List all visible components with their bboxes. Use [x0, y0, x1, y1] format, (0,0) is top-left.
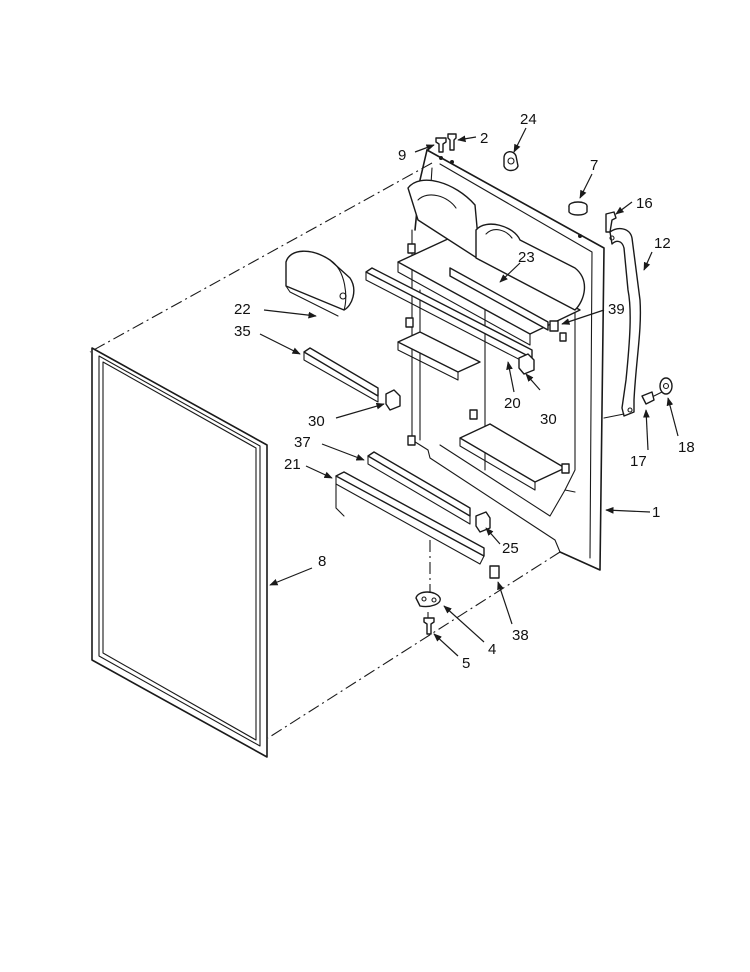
shelf-bar-21 — [335, 471, 485, 565]
callout-37: 37 — [294, 434, 311, 451]
callout-16: 16 — [636, 195, 653, 212]
callout-30-right: 30 — [540, 411, 557, 428]
end-cap-38 — [489, 565, 500, 579]
callout-labels: 9 2 24 7 16 12 23 39 22 35 30 30 20 17 1… — [234, 111, 695, 672]
callout-22: 22 — [234, 301, 251, 318]
hinge-bracket-4 — [415, 591, 441, 608]
callout-2: 2 — [480, 130, 488, 147]
callout-9: 9 — [398, 147, 406, 164]
screw-5 — [423, 617, 435, 635]
callout-7: 7 — [590, 157, 598, 174]
callout-23: 23 — [518, 249, 535, 266]
door-gasket — [91, 347, 268, 758]
callout-5: 5 — [462, 655, 470, 672]
handle-cap-18 — [659, 377, 673, 395]
shelf-bar-37 — [367, 451, 471, 525]
end-cap-30-right — [518, 353, 535, 375]
callout-24: 24 — [520, 111, 537, 128]
door-handle-12 — [609, 227, 642, 417]
callout-8: 8 — [318, 553, 326, 570]
end-cap-25 — [475, 511, 491, 533]
door-shelf-bar-35 — [303, 347, 379, 403]
screw-2 — [447, 133, 457, 151]
callout-39: 39 — [608, 301, 625, 318]
shelf-bar-23 — [449, 267, 549, 331]
callout-25: 25 — [502, 540, 519, 557]
callout-4: 4 — [488, 641, 496, 658]
callout-35: 35 — [234, 323, 251, 340]
callout-17: 17 — [630, 453, 647, 470]
screw-16 — [605, 211, 617, 233]
callout-38: 38 — [512, 627, 529, 644]
callout-1: 1 — [652, 504, 660, 521]
top-hinge-marks — [439, 156, 454, 164]
door-liner — [397, 149, 605, 571]
hole-plug-24 — [503, 151, 519, 172]
callout-21: 21 — [284, 456, 301, 473]
callout-30-left: 30 — [308, 413, 325, 430]
button-plug-7 — [568, 201, 588, 238]
end-cap-30-left — [385, 389, 401, 411]
shelf-end-39 — [549, 320, 567, 342]
callout-12: 12 — [654, 235, 671, 252]
dairy-door — [285, 250, 355, 317]
handle-screw-17 — [641, 391, 663, 405]
leader-lines — [259, 127, 679, 657]
callout-20: 20 — [504, 395, 521, 412]
callout-18: 18 — [678, 439, 695, 456]
screw-9 — [435, 137, 447, 153]
